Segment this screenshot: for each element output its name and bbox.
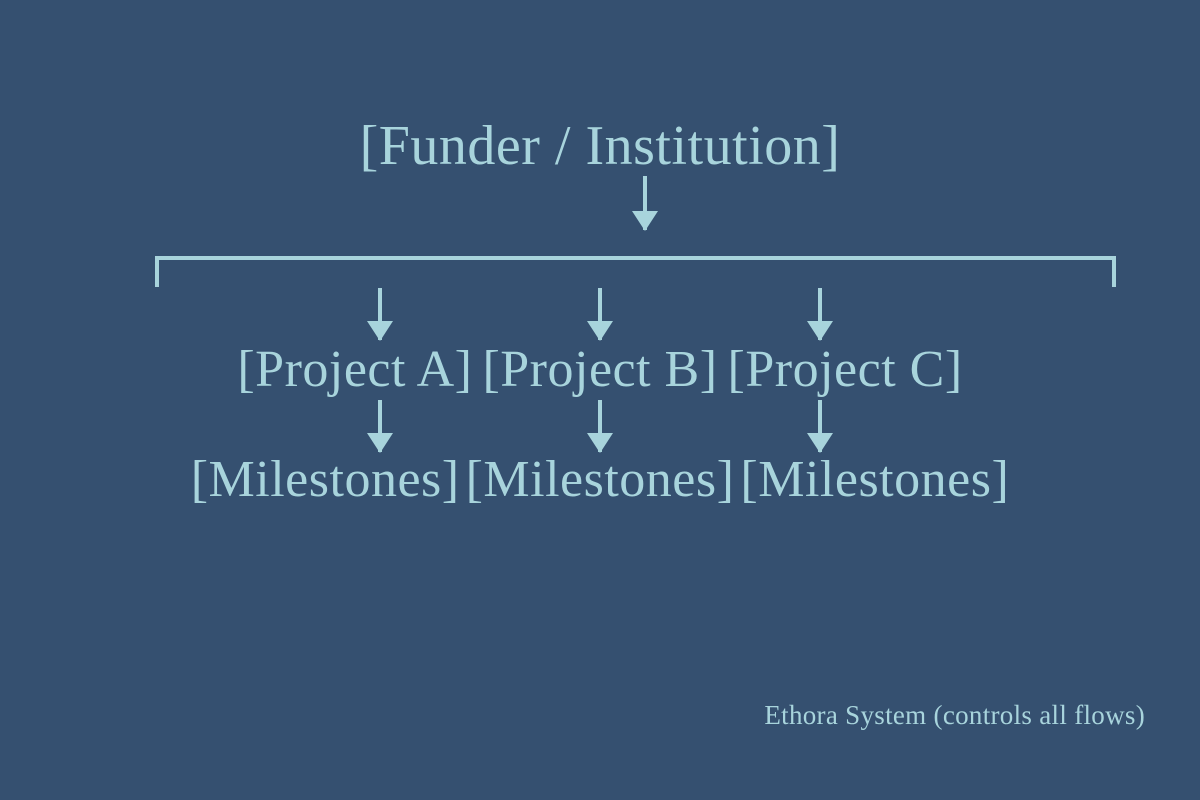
arrow-head <box>807 433 833 453</box>
arrow-shaft <box>643 176 647 230</box>
arrow-shaft <box>598 288 602 340</box>
node-milestones-c: [Milestones] <box>740 451 1010 508</box>
arrow-head <box>632 211 658 231</box>
arrow-shaft <box>598 400 602 452</box>
arrow-shaft <box>818 400 822 452</box>
node-project-b: [Project B] <box>482 341 718 398</box>
node-project-a: [Project A] <box>237 341 473 398</box>
arrow-head <box>587 321 613 341</box>
arrow-shaft <box>378 400 382 452</box>
arrow-shaft <box>818 288 822 340</box>
system-caption: Ethora System (controls all flows) <box>764 700 1145 730</box>
node-project-c: [Project C] <box>727 341 963 398</box>
arrow-head <box>807 321 833 341</box>
node-milestones-b: [Milestones] <box>465 451 735 508</box>
root-node-funder-institution: [Funder / Institution] <box>359 115 841 177</box>
project-tier-row: [Project A] [Project B] [Project C] <box>0 344 1200 396</box>
arrow-head <box>367 321 393 341</box>
arrow-shaft <box>378 288 382 340</box>
distribution-bus-connector <box>155 256 1116 287</box>
arrow-head <box>367 433 393 453</box>
node-milestones-a: [Milestones] <box>190 451 460 508</box>
arrow-head <box>587 433 613 453</box>
milestone-tier-row: [Milestones] [Milestones] [Milestones] <box>0 454 1200 506</box>
